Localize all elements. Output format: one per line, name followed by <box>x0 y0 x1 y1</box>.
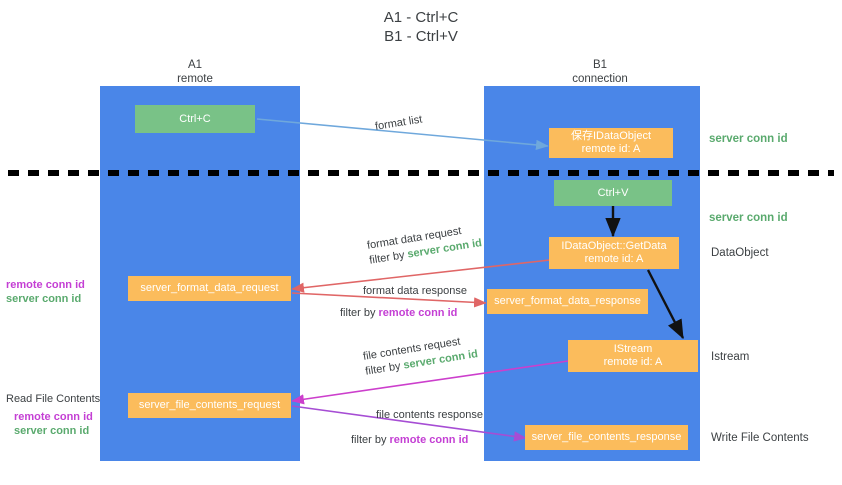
edge-label-format-data-request: format data request filter by server con… <box>366 221 483 268</box>
right-annotation-server-conn-id-top: server conn id <box>709 133 788 145</box>
node-ctrl-v[interactable]: Ctrl+V <box>554 180 672 206</box>
edge-format-data-response-key: remote conn id <box>378 307 458 319</box>
edge-format-data-response-line2: filter by remote conn id <box>340 306 467 321</box>
edge-label-format-data-response: format data response filter by remote co… <box>340 284 467 321</box>
node-getdata-line2: remote id: A <box>584 253 644 265</box>
right-annotation-istream: Istream <box>711 351 750 363</box>
node-ctrl-v-label: Ctrl+V <box>597 186 629 199</box>
node-set-clipboard[interactable]: 保存IDataObject remote id: A <box>549 128 673 158</box>
left-annotation-format-remote: remote conn id <box>6 279 85 291</box>
edge-label-format-list-text: format list <box>374 113 424 133</box>
title-line-2: B1 - Ctrl+V <box>384 28 458 45</box>
edge-label-file-contents-response: file contents response filter by remote … <box>351 408 484 448</box>
edge-format-data-response-prefix: filter by <box>340 307 379 319</box>
left-annotation-read-file: Read File Contents remote conn id server… <box>6 392 100 438</box>
lane-a1-subtitle: remote <box>177 73 213 85</box>
left-annotation-format: remote conn id server conn id <box>6 278 85 306</box>
node-file-resp-label: server_file_contents_response <box>531 431 682 443</box>
node-server-format-data-request[interactable]: server_format_data_request <box>128 276 291 301</box>
lane-b1-title: B1 <box>592 59 608 71</box>
node-set-clipboard-line2: remote id: A <box>581 143 641 155</box>
node-fmt-data-request-label: server_format_data_request <box>140 282 279 294</box>
right-annotation-server-conn-id-mid: server conn id <box>709 212 788 224</box>
node-ctrl-c-label: Ctrl+C <box>179 112 211 125</box>
node-set-clipboard-line1: 保存IDataObject <box>570 130 652 142</box>
node-file-req-label: server_file_contents_request <box>138 399 281 411</box>
left-annotation-read-file-heading: Read File Contents <box>6 393 101 405</box>
diagram-title: A1 - Ctrl+C B1 - Ctrl+V <box>0 8 842 46</box>
title-line-1: A1 - Ctrl+C <box>383 9 459 26</box>
left-annotation-read-file-server: server conn id <box>14 425 90 437</box>
node-server-file-contents-response[interactable]: server_file_contents_response <box>525 425 688 450</box>
left-annotation-read-file-remote: remote conn id <box>14 411 93 423</box>
edge-file-contents-response-key: remote conn id <box>389 434 469 446</box>
node-server-format-data-response[interactable]: server_format_data_response <box>487 289 648 314</box>
node-server-file-contents-request[interactable]: server_file_contents_request <box>128 393 291 418</box>
right-annotation-dataobject: DataObject <box>711 247 769 259</box>
node-istream[interactable]: IStream remote id: A <box>568 340 698 372</box>
node-istream-line1: IStream <box>613 343 653 355</box>
lane-header-a1: A1 remote <box>130 58 260 86</box>
node-idataobject-getdata[interactable]: IDataObject::GetData remote id: A <box>549 237 679 269</box>
edge-label-file-contents-request: file contents request filter by server c… <box>362 332 479 379</box>
edge-file-contents-response-prefix: filter by <box>351 434 390 446</box>
node-ctrl-c[interactable]: Ctrl+C <box>135 105 255 133</box>
lane-a1-title: A1 <box>187 59 203 71</box>
edge-format-data-response-line1: format data response <box>363 285 467 297</box>
lane-header-b1: B1 connection <box>530 58 670 86</box>
node-getdata-line1: IDataObject::GetData <box>561 240 667 252</box>
node-fmt-data-response-label: server_format_data_response <box>494 295 641 307</box>
left-annotation-format-server: server conn id <box>6 293 82 305</box>
edge-file-contents-response-line1: file contents response <box>376 409 484 421</box>
right-annotation-write-file-contents: Write File Contents <box>711 432 809 444</box>
lane-b1-subtitle: connection <box>572 73 628 85</box>
edge-label-format-list: format list <box>374 113 423 135</box>
edge-file-contents-response-line2: filter by remote conn id <box>351 433 483 448</box>
node-istream-line2: remote id: A <box>603 356 663 368</box>
